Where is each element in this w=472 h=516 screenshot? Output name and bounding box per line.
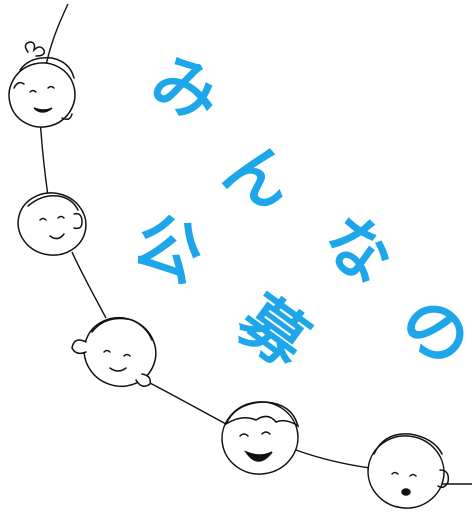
face-child-smiling (17, 192, 87, 256)
title-char-2: ん (211, 127, 305, 226)
string-line (39, 3, 472, 485)
title-char-1: み (142, 41, 230, 136)
title-char-5: 公 (123, 201, 213, 297)
face-child-surprised (367, 433, 450, 509)
face-girl-bow (8, 41, 76, 128)
face-boy-laughing (221, 401, 300, 475)
title-char-6: 募 (223, 281, 323, 383)
face-girl-pigtails (71, 317, 157, 387)
title-char-3: な (308, 200, 407, 301)
title-char-4: の (385, 281, 472, 382)
